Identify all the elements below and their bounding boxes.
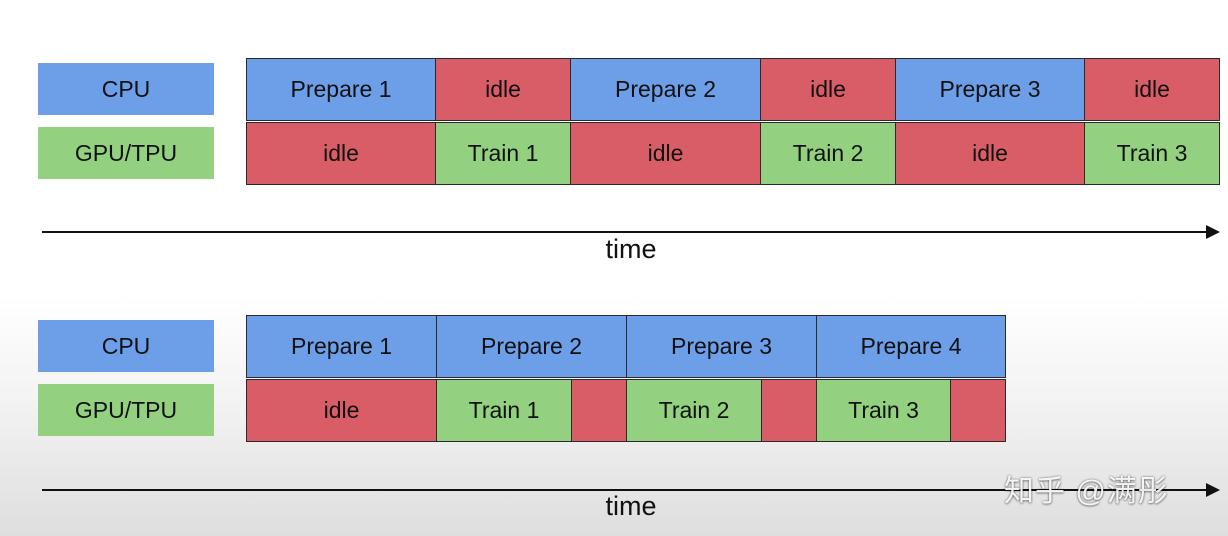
bottom-gpu-cell-7: [950, 379, 1006, 442]
top-gpu-row: idle Train 1 idle Train 2 idle Train 3: [246, 122, 1220, 185]
top-time-axis: [42, 231, 1210, 233]
bottom-cpu-label: CPU: [38, 320, 214, 372]
top-cpu-cell-5: Prepare 3: [895, 58, 1085, 121]
top-cpu-label: CPU: [38, 63, 214, 115]
bottom-time-label: time: [605, 491, 657, 521]
top-gpu-cell-3: idle: [570, 122, 761, 185]
top-cpu-cell-4: idle: [760, 58, 896, 121]
top-gpu-label-text: GPU/TPU: [74, 139, 178, 166]
bottom-cpu-row: Prepare 1 Prepare 2 Prepare 3 Prepare 4: [246, 315, 1006, 378]
bottom-time-axis: [42, 489, 1210, 491]
top-gpu-label: GPU/TPU: [38, 127, 214, 179]
bottom-gpu-label: GPU/TPU: [38, 384, 214, 436]
bottom-cpu-label-text: CPU: [101, 332, 151, 359]
top-gpu-cell-6: Train 3: [1084, 122, 1220, 185]
bottom-gpu-cell-2: Train 1: [436, 379, 572, 442]
top-time-label: time: [605, 234, 657, 264]
top-cpu-cell-1: Prepare 1: [246, 58, 436, 121]
top-gpu-cell-5: idle: [895, 122, 1085, 185]
bottom-gpu-cell-6: Train 3: [816, 379, 951, 442]
bottom-gpu-cell-1: idle: [246, 379, 437, 442]
top-cpu-cell-3: Prepare 2: [570, 58, 761, 121]
top-cpu-cell-2: idle: [435, 58, 571, 121]
top-cpu-cell-6: idle: [1084, 58, 1220, 121]
bottom-cpu-cell-3: Prepare 3: [626, 315, 817, 378]
top-time-arrow-icon: [1206, 225, 1220, 239]
top-cpu-row: Prepare 1 idle Prepare 2 idle Prepare 3 …: [246, 58, 1220, 121]
top-cpu-label-text: CPU: [101, 75, 151, 102]
bottom-cpu-cell-1: Prepare 1: [246, 315, 437, 378]
top-gpu-cell-4: Train 2: [760, 122, 896, 185]
bottom-cpu-cell-2: Prepare 2: [436, 315, 627, 378]
top-gpu-cell-1: idle: [246, 122, 436, 185]
bottom-gpu-label-text: GPU/TPU: [74, 396, 178, 423]
bottom-gpu-cell-5: [761, 379, 817, 442]
bottom-gpu-cell-4: Train 2: [626, 379, 762, 442]
bottom-time-arrow-icon: [1206, 483, 1220, 497]
watermark: 知乎 @满彤: [1004, 475, 1169, 508]
bottom-cpu-cell-4: Prepare 4: [816, 315, 1006, 378]
bottom-gpu-cell-3: [571, 379, 627, 442]
top-gpu-cell-2: Train 1: [435, 122, 571, 185]
bottom-gpu-row: idle Train 1 Train 2 Train 3: [246, 379, 1006, 442]
